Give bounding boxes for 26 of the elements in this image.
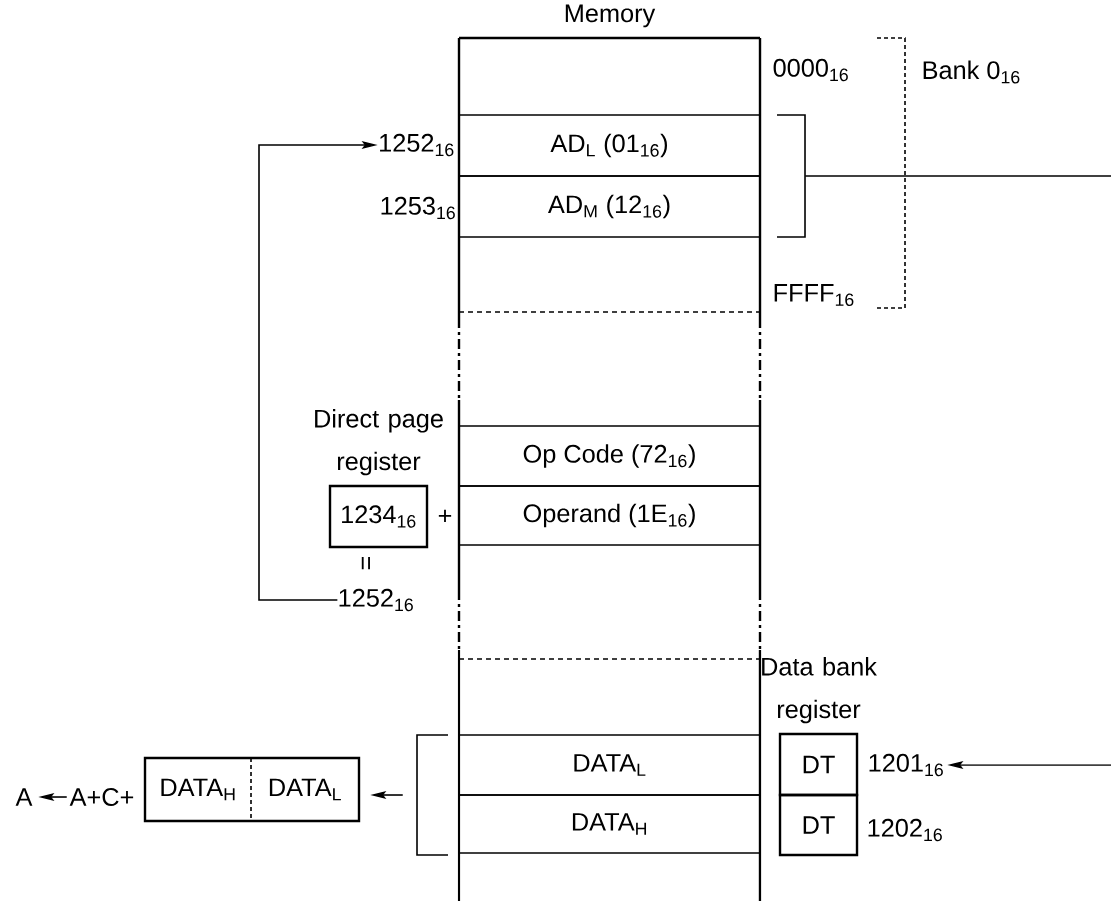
data-box: DATA$_{H}$ DATA$_{L}$ — [143, 756, 361, 823]
memory-cell: DATA$_{L}$ — [458, 734, 761, 796]
plus-sign: + — [438, 509, 452, 523]
memory-cell: Operand (1E$_{16}$) — [458, 503, 761, 546]
address-text: A+C+ — [69, 788, 134, 806]
register-box: DT — [778, 732, 859, 797]
address-text: A — [15, 788, 33, 806]
register-heading: Direct page register — [315, 409, 443, 476]
register-heading: Data bank register — [762, 657, 877, 724]
memory-cell: AD$_{L}$ (01$_{16}$) — [458, 114, 761, 177]
address-text: 1252$_{16}$ — [380, 133, 454, 157]
register-box: DT — [778, 793, 859, 857]
bracket — [416, 734, 449, 856]
bracket — [776, 114, 806, 238]
register-box: 1234$_{16}$ — [328, 484, 429, 549]
memory-cell: Op Code (72$_{16}$) — [458, 425, 761, 487]
address-text: 1253$_{16}$ — [381, 196, 455, 220]
memory-cell: AD$_{M}$ (12$_{16}$) — [458, 194, 761, 238]
column-heading: Memory — [565, 4, 656, 28]
bank-label: Bank 0$_{16}$ — [923, 60, 1020, 84]
address-text: 1202$_{16}$ — [868, 818, 942, 842]
address-text: 1252$_{16}$ — [339, 588, 413, 612]
memory-cell: DATA$_{H}$ — [458, 794, 761, 854]
address-text: 1201$_{16}$ — [869, 753, 943, 777]
address-text: 0000$_{16}$ — [773, 58, 848, 82]
address-text: FFFF$_{16}$ — [774, 284, 854, 307]
